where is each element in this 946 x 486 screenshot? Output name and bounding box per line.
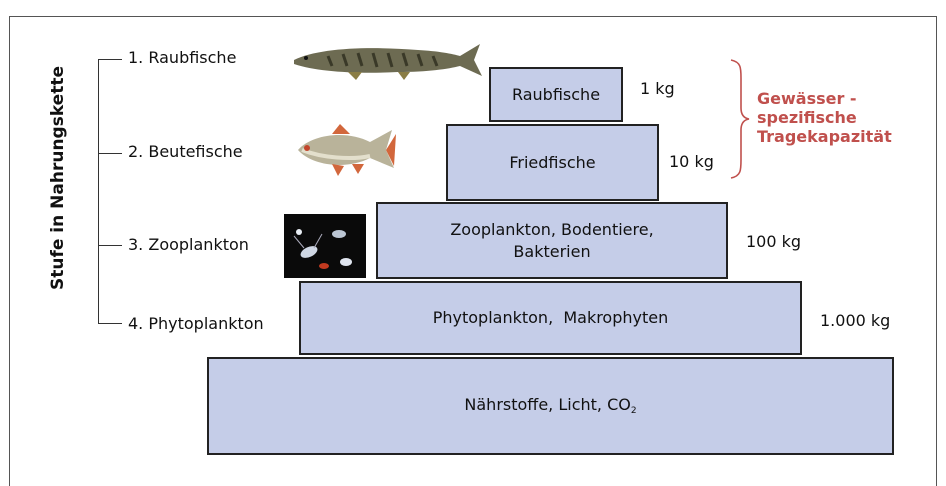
base-label-subscript: 2 <box>631 406 637 416</box>
level-label-zooplankton: 3. Zooplankton <box>128 235 249 254</box>
pike-fish-image <box>288 36 484 84</box>
base-label-text: Nährstoffe, Licht, CO <box>464 395 630 414</box>
bracket-tick-4 <box>98 323 122 324</box>
axis-label-text: Stufe in Nahrungskette <box>48 66 68 290</box>
capacity-brace <box>727 58 753 180</box>
tier-zooplankton-line2: Bakterien <box>513 241 590 263</box>
tier-raubfische-label: Raubfische <box>512 84 600 106</box>
mass-friedfische: 10 kg <box>669 152 714 171</box>
pyramid-tier-friedfische: Friedfische <box>446 124 659 201</box>
pyramid-tier-raubfische: Raubfische <box>489 67 623 122</box>
mass-phytoplankton: 1.000 kg <box>820 311 890 330</box>
tier-phytoplankton-label: Phytoplankton, Makrophyten <box>433 307 669 329</box>
base-label: Nährstoffe, Licht, CO2 <box>464 394 636 417</box>
mass-raubfische: 1 kg <box>640 79 675 98</box>
roach-fish-image <box>292 120 402 180</box>
pyramid-tier-zooplankton: Zooplankton, Bodentiere, Bakterien <box>376 202 728 279</box>
pyramid-base-naehrstoffe: Nährstoffe, Licht, CO2 <box>207 357 894 455</box>
bracket-tick-3 <box>98 245 122 246</box>
level-label-raubfische: 1. Raubfische <box>128 48 236 67</box>
capacity-note: Gewässer - spezifische Tragekapazität <box>757 89 892 147</box>
capacity-note-line3: Tragekapazität <box>757 127 892 146</box>
zooplankton-image <box>284 214 366 278</box>
tier-friedfische-label: Friedfische <box>509 152 595 174</box>
level-label-phytoplankton: 4. Phytoplankton <box>128 314 264 333</box>
level-label-beutefische: 2. Beutefische <box>128 142 243 161</box>
capacity-note-line1: Gewässer - <box>757 89 892 108</box>
tier-zooplankton-line1: Zooplankton, Bodentiere, <box>450 219 653 241</box>
capacity-note-line2: spezifische <box>757 108 892 127</box>
pyramid-tier-phytoplankton: Phytoplankton, Makrophyten <box>299 281 802 355</box>
mass-zooplankton: 100 kg <box>746 232 801 251</box>
bracket-tick-2 <box>98 153 122 154</box>
bracket-tick-1 <box>98 59 122 60</box>
bracket-vertical <box>98 59 99 324</box>
